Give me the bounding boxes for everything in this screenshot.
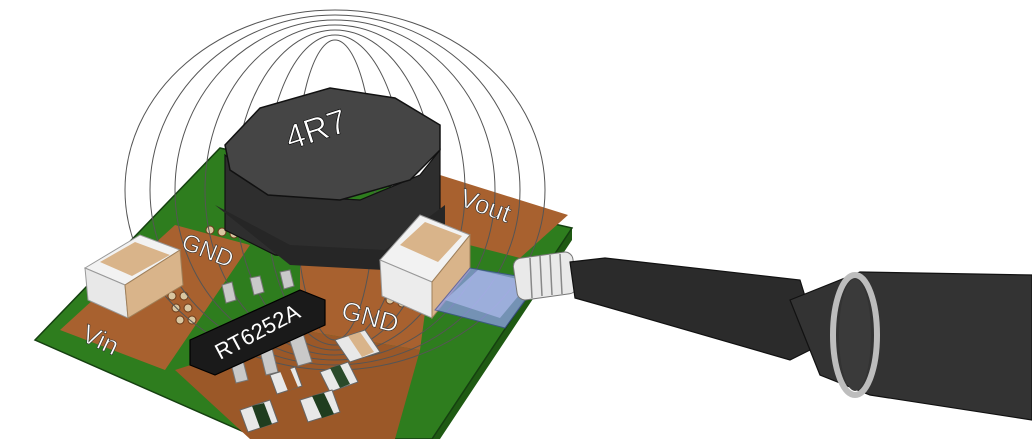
probe-ring (830, 272, 880, 398)
probe-spring (512, 251, 578, 301)
probe-shaft (569, 257, 821, 361)
capacitor-vout (379, 214, 471, 320)
capacitor-vin (83, 234, 184, 319)
ic-body (189, 289, 326, 376)
magnetic-field-lines-icon (124, 9, 546, 371)
smd-components (239, 329, 381, 433)
inductor-top (224, 87, 441, 201)
probe-body (789, 271, 1032, 421)
inductor: 4R7 (215, 87, 445, 270)
oscilloscope-probe-icon (434, 251, 1032, 421)
